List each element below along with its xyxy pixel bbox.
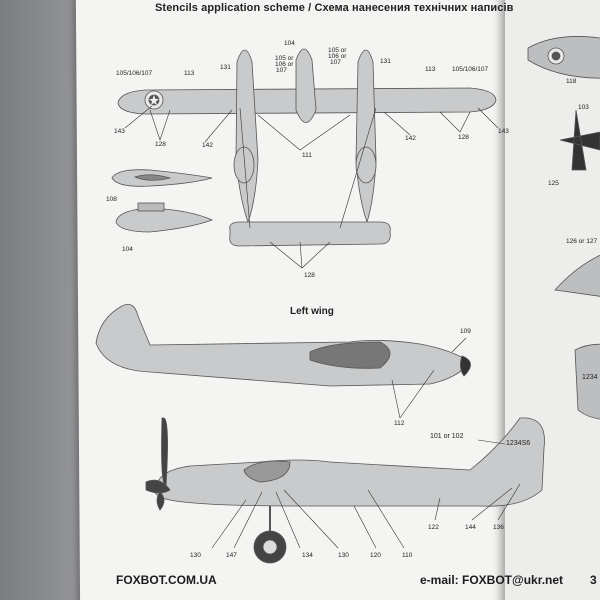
top-view-tailplane (229, 221, 391, 247)
callout-label: 131 (380, 58, 391, 65)
callout-label: 104 (284, 40, 295, 47)
callout-label: 109 (460, 328, 471, 335)
top-view-left-boom (235, 49, 259, 224)
callout-label: 108 (106, 196, 117, 203)
callout-label: 106 or (275, 61, 294, 68)
callout-label: 111 (302, 152, 312, 159)
callout-label: 122 (428, 524, 439, 531)
callout-label: 107 (330, 59, 341, 66)
side-view-top-aircraft (95, 303, 471, 387)
page-title: Stencils application scheme / Схема нане… (155, 2, 514, 14)
callout-label: 144 (465, 524, 476, 531)
top-view-right-boom (355, 49, 377, 224)
footer-email: e-mail: FOXBOT@ukr.net (420, 573, 564, 587)
callout-label: 134 (302, 552, 313, 559)
section-title-left-wing: Left wing (290, 306, 334, 317)
callout-label: 128 (155, 141, 166, 148)
callout-label: 1234 (582, 374, 598, 381)
serial-number: 1234S6 (506, 440, 531, 447)
callout-label: 128 (304, 272, 315, 279)
right-page-propeller (559, 109, 600, 171)
callout-label: 105/106/107 (116, 70, 153, 77)
wing-profile-bottom (115, 207, 214, 233)
callout-label: 104 (122, 246, 133, 253)
callout-label: 142 (405, 135, 416, 142)
callout-label: 126 or 127 (566, 238, 598, 245)
top-view-gondola (295, 48, 317, 123)
callout-label: 101 or 102 (430, 433, 464, 440)
callout-label: 128 (458, 134, 469, 141)
right-page-tail-fragment (574, 343, 600, 420)
callout-label: 118 (566, 78, 577, 85)
callout-label: 113 (425, 66, 436, 73)
side-view-bottom-aircraft (154, 417, 545, 507)
callout-label: 143 (114, 128, 125, 135)
callout-label: 130 (338, 552, 349, 559)
page-number: 3 (590, 573, 597, 587)
callout-label: 120 (370, 552, 381, 559)
callout-label: 105 or (328, 47, 347, 54)
footer-website: FOXBOT.COM.UA (116, 573, 217, 587)
callout-label: 105/106/107 (452, 66, 489, 73)
callout-label: 105 or (275, 55, 294, 62)
callout-label: 131 (220, 64, 231, 71)
callout-label: 130 (190, 552, 201, 559)
callout-label: 107 (276, 67, 287, 74)
propeller (161, 417, 168, 487)
callout-label: 125 (548, 180, 559, 187)
callout-label: 112 (394, 420, 405, 427)
callout-label: 106 or (328, 53, 347, 60)
callout-label: 113 (184, 70, 195, 77)
callout-label: 147 (226, 552, 237, 559)
callout-label: 110 (402, 552, 413, 559)
callout-label: 136 (493, 524, 504, 531)
callout-label: 142 (202, 142, 213, 149)
callout-label: 103 (578, 104, 589, 111)
callout-label: 143 (498, 128, 509, 135)
right-page-wing-fragment (554, 254, 600, 297)
